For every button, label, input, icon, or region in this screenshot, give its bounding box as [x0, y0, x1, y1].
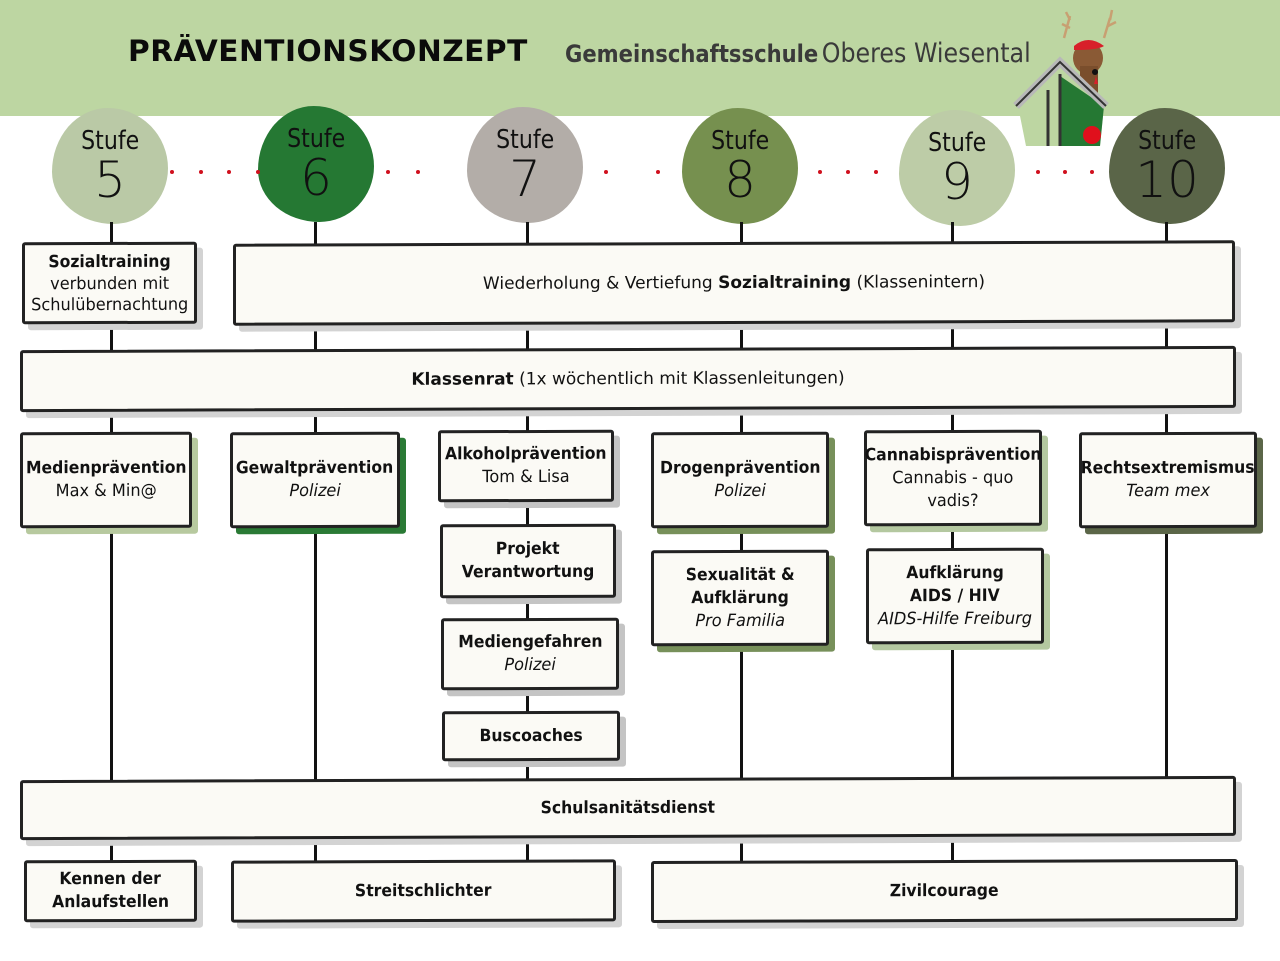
box-title: Drogenprävention — [659, 457, 821, 479]
box-title: Cannabisprävention — [864, 444, 1042, 465]
column-line-5 — [110, 222, 113, 862]
box-title: Kennen der — [59, 868, 162, 890]
stufe-number: 9 — [941, 153, 973, 211]
box-text-bold: Klassenrat — [411, 369, 514, 390]
anlaufstellen-box: Kennen der Anlaufstellen — [24, 859, 197, 923]
stufe-9-bubble: Stufe 9 — [899, 110, 1015, 226]
page-title: PRÄVENTIONSKONZEPT — [128, 34, 528, 68]
box-title: Verantwortung — [461, 561, 595, 583]
stufe-number: 8 — [724, 151, 756, 209]
box-subtitle: Tom & Lisa — [482, 466, 570, 488]
box-title: Schulsanitätsdienst — [540, 797, 716, 818]
stufe-label: Stufe — [927, 128, 987, 158]
projekt-verantwortung-box: Projekt Verantwortung — [440, 523, 616, 599]
stufe-5-bubble: Stufe 5 — [52, 108, 168, 224]
box-text-bold: Sozialtraining — [718, 272, 852, 294]
sozialtraining-box: Sozialtraining verbunden mit Schulüberna… — [22, 241, 197, 325]
stufe-10-bubble: Stufe 10 — [1109, 108, 1225, 224]
stufe-label: Stufe — [710, 126, 770, 156]
streitschlichter-box: Streitschlichter — [231, 859, 616, 923]
box-title: Gewaltprävention — [236, 457, 394, 479]
stufe-number: 6 — [300, 149, 332, 207]
stufe-label: Stufe — [1137, 126, 1197, 156]
box-title: Buscoaches — [479, 725, 583, 746]
zivilcourage-box: Zivilcourage — [651, 858, 1238, 924]
box-subtitle: verbunden mit — [50, 273, 169, 294]
column-line-8 — [740, 222, 743, 862]
box-title: Aufklärung — [691, 587, 789, 608]
sexualitaet-aufklaerung-box: Sexualität & Aufklärung Pro Familia — [651, 549, 829, 647]
box-title: Alkoholprävention — [445, 443, 607, 465]
schulsanitaetsdienst-box: Schulsanitätsdienst — [20, 775, 1236, 841]
stufe-label: Stufe — [286, 124, 346, 154]
stufe-7-bubble: Stufe 7 — [467, 107, 583, 223]
box-title: Medienprävention — [25, 457, 187, 479]
box-title: Aufklärung — [906, 562, 1004, 583]
gewaltpraevention-box: Gewaltprävention Polizei — [230, 431, 400, 529]
klassenrat-box: Klassenrat (1x wöchentlich mit Klassenle… — [20, 345, 1236, 413]
box-title: Projekt — [496, 538, 560, 560]
dotted-connector — [1036, 170, 1094, 176]
cannabispraevention-box: Cannabisprävention Cannabis - quo vadis? — [864, 429, 1042, 527]
box-title: Sexualität & — [685, 564, 795, 585]
box-subtitle: Pro Familia — [695, 610, 785, 631]
dotted-connector — [604, 170, 660, 176]
stufe-number: 10 — [1135, 151, 1199, 209]
medienpraevention-box: Medienprävention Max & Min@ — [20, 431, 192, 529]
box-subtitle: Polizei — [714, 480, 766, 502]
box-subtitle: Cannabis - quo — [892, 467, 1014, 488]
box-text: Wiederholung & Vertiefung — [482, 273, 719, 294]
school-name-regular: Oberes Wiesental — [821, 38, 1031, 69]
deer-house-logo-icon — [1013, 9, 1117, 146]
box-subtitle: vadis? — [927, 490, 979, 511]
box-subtitle: Polizei — [504, 654, 556, 676]
column-line-6 — [314, 222, 317, 862]
box-title: Mediengefahren — [457, 631, 603, 653]
box-title: Anlaufstellen — [52, 891, 169, 913]
drogenpraevention-box: Drogenprävention Polizei — [651, 431, 829, 529]
box-subtitle: Max & Min@ — [55, 480, 157, 502]
box-title: Sozialtraining — [48, 251, 171, 272]
dotted-connector — [818, 170, 878, 176]
stufe-label: Stufe — [495, 125, 555, 155]
school-name-bold: Gemeinschaftsschule — [565, 40, 819, 68]
box-subtitle: Team mex — [1126, 480, 1210, 502]
rechtsextremismus-box: Rechtsextremismus Team mex — [1079, 431, 1257, 529]
box-title: Streitschlichter — [355, 880, 492, 901]
alkoholpraevention-box: Alkoholprävention Tom & Lisa — [438, 429, 614, 503]
box-text: (Klassenintern) — [851, 272, 986, 293]
wiederholung-box: Wiederholung & Vertiefung Sozialtraining… — [233, 240, 1235, 326]
column-line-9 — [951, 222, 954, 862]
stufe-number: 7 — [509, 150, 541, 208]
box-subtitle: AIDS-Hilfe Freiburg — [878, 608, 1032, 629]
dotted-connector — [170, 170, 260, 176]
stufe-label: Stufe — [80, 126, 140, 156]
stufe-6-bubble: Stufe 6 — [258, 106, 374, 222]
stufe-8-bubble: Stufe 8 — [682, 108, 798, 224]
box-text: (1x wöchentlich mit Klassenleitungen) — [513, 368, 845, 390]
aufklaerung-aids-hiv-box: Aufklärung AIDS / HIV AIDS-Hilfe Freibur… — [866, 547, 1044, 645]
stufe-number: 5 — [94, 151, 126, 209]
mediengefahren-box: Mediengefahren Polizei — [441, 617, 619, 691]
box-subtitle: Schulübernachtung — [30, 294, 189, 315]
dotted-connector — [386, 170, 420, 176]
buscoaches-box: Buscoaches — [442, 710, 620, 762]
box-title: Zivilcourage — [890, 880, 999, 901]
box-title: AIDS / HIV — [910, 585, 1000, 606]
box-title: Rechtsextremismus — [1080, 457, 1256, 479]
box-subtitle: Polizei — [289, 480, 341, 502]
